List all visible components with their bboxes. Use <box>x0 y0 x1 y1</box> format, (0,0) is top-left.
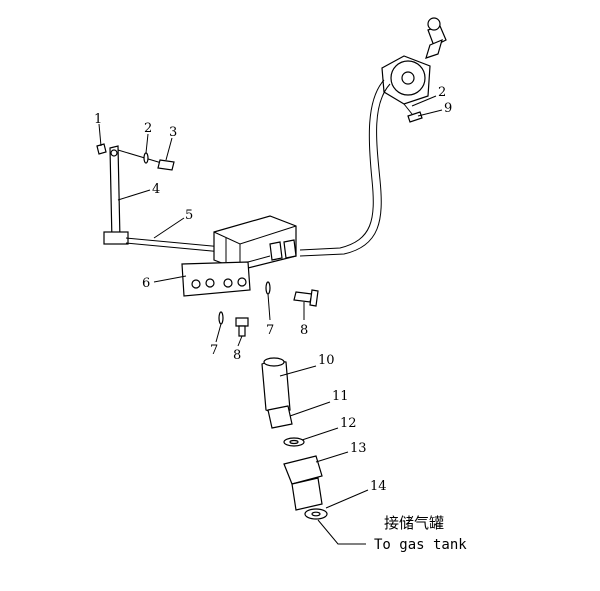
air-pipe <box>299 79 391 257</box>
callout-7-right: 7 <box>266 323 274 338</box>
note-english: To gas tank <box>374 537 467 553</box>
callout-10: 10 <box>318 353 335 368</box>
callout-4: 4 <box>152 182 160 197</box>
note-chinese: 接储气罐 <box>384 514 444 532</box>
callout-2: 2 <box>144 121 152 136</box>
callout-11: 11 <box>332 389 349 404</box>
callout-3: 3 <box>169 125 177 140</box>
callout-2-valve: 2 <box>438 85 446 100</box>
callout-12: 12 <box>340 416 357 431</box>
callout-9: 9 <box>444 101 452 116</box>
callout-6: 6 <box>142 276 150 291</box>
lever-arm <box>96 143 175 245</box>
callout-7: 7 <box>210 343 218 358</box>
callout-1: 1 <box>94 112 102 127</box>
callout-13: 13 <box>350 441 367 456</box>
callout-8: 8 <box>233 348 241 363</box>
fastener-set-lower <box>218 311 249 337</box>
callout-8-right: 8 <box>300 323 308 338</box>
valve-assembly <box>381 17 447 123</box>
callouts: 1 2 3 4 5 6 7 8 10 11 12 13 14 2 9 7 8 <box>94 85 452 494</box>
callout-14: 14 <box>370 479 387 494</box>
bracket <box>181 215 297 297</box>
callout-5: 5 <box>185 208 193 223</box>
fastener-set-right <box>265 281 319 307</box>
filter-stack <box>261 357 366 545</box>
leader-lines <box>98 95 443 509</box>
